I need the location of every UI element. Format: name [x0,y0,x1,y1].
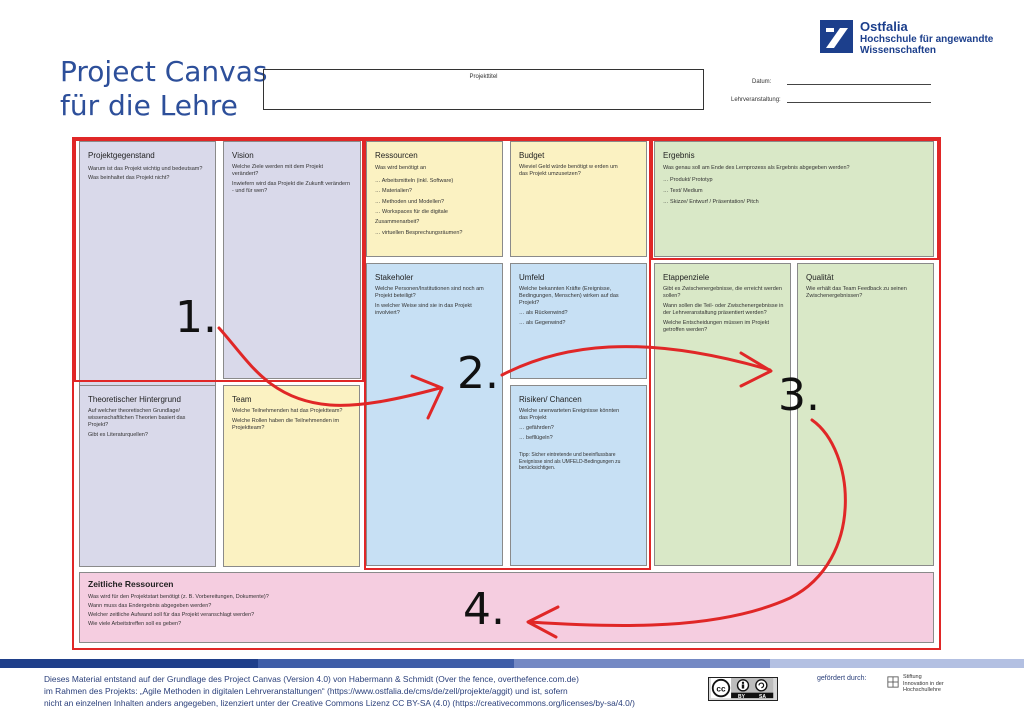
page-title-line2: für die Lehre [60,89,238,122]
zeitliche-ressourcen-text: Welcher zeitliche Aufwand soll für das P… [88,612,255,618]
zeitliche-ressourcen-text: Wie viele Arbeitstreffen soll es geben? [88,621,182,627]
footer-line: im Rahmen des Projekts: „Agile Methoden … [44,686,568,696]
theoretischer-hintergrund-text: Auf welcher theoretischen Grundlage/ wis… [88,408,186,428]
ressourcen-item: … Arbeitsmitteln (inkl. Software) [375,177,454,184]
stiftung-text: Stiftung [903,674,922,680]
step-number-1: 1. [175,292,217,343]
projektgegenstand-text: Was beinhaltet das Projekt nicht? [88,175,170,181]
ostfalia-logo [820,20,853,53]
projektgegenstand-heading: Projektgegenstand [88,151,155,160]
cc-by-label: BY [738,694,745,700]
etappenziele-text: Wann sollen die Teil- oder Zwischenergeb… [663,303,784,316]
zeitliche-ressourcen-heading: Zeitliche Ressourcen [88,579,174,589]
zeitliche-ressourcen-text: Wann muss das Endergebnis abgegeben werd… [88,603,212,609]
cc-sa-label: SA [759,694,766,700]
footer-bar-1 [0,659,258,668]
ergebnis-heading: Ergebnis [663,151,695,160]
footer-bar-3 [514,659,770,668]
stiftung-text: Innovation in der [903,680,944,687]
stiftung-icon [887,676,899,688]
group-border-2 [364,139,651,570]
footer-bar-2 [258,659,514,668]
budget-heading: Budget [519,151,545,160]
etappenziele-heading: Etappenziele [663,273,710,282]
footer-line: Dieses Material entstand auf der Grundla… [44,674,579,684]
stiftung-logo: Stiftung Innovation in der Hochschullehr… [887,674,957,698]
step-number-2: 2. [457,348,499,399]
cell-budget[interactable]: Budget Wieviel Geld würde benötigt w erd… [510,141,647,257]
ressourcen-text: Was wird benötigt an [375,165,427,171]
etappenziele-text: Welche Entscheidungen müssen im Projekt … [663,320,769,333]
projekttitel-field[interactable]: Projekttitel [263,69,704,110]
page-title: Project Canvas für die Lehre [60,55,267,123]
projekttitel-label: Projekttitel [469,74,498,80]
page-title-line1: Project Canvas [60,55,268,88]
ergebnis-item: … Produkt/ Prototyp [663,177,713,183]
logo-sub2: Wissenschaften [860,45,937,56]
risiken-heading: Risiken/ Chancen [519,395,582,404]
stakeholer-text: In welcher Weise sind sie in das Projekt… [375,303,472,316]
group-border-3 [651,139,939,260]
risiken-text: Welche unerwarteten Ereignisse könnten d… [519,408,620,421]
footer-bar-4 [770,659,1024,668]
ergebnis-item: … Text/ Medium [663,188,703,194]
ostfalia-logo-text: Ostfalia Hochschule für angewandte Wisse… [860,19,994,57]
cell-theoretischer-hintergrund[interactable]: Theoretischer Hintergrund Auf welcher th… [79,385,216,567]
footer-line: nicht an einzelnen Inhalten anders angeg… [44,698,635,708]
vision-heading: Vision [232,151,254,160]
footer-text: Dieses Material entstand auf der Grundla… [44,673,635,709]
cc-icon: cc [710,678,774,699]
canvas-outer-border [72,137,941,650]
lehrveranstaltung-field[interactable] [787,102,931,103]
group-border-1 [74,139,364,382]
cell-qualitaet[interactable]: Qualität Wie erhält das Team Feedback zu… [797,263,934,566]
logo-name: Ostfalia [860,19,908,34]
cc-by-sa-badge[interactable]: cc BY SA [708,677,778,701]
datum-field[interactable] [787,84,931,85]
ressourcen-item: … virtuellen Besprechungsräumen? [375,230,463,236]
datum-label: Datum: [752,79,772,85]
ressourcen-item: … Materialien? [375,188,412,194]
cell-ressourcen[interactable]: Ressourcen Was wird benötigt an … Arbeit… [366,141,503,257]
lehrveranstaltung-label: Lehrveranstaltung: [731,97,781,103]
cell-ergebnis[interactable]: Ergebnis Was genau soll am Ende des Lern… [654,141,934,257]
step-number-4: 4. [463,584,505,635]
budget-text: Wieviel Geld würde benötigt w erden um d… [519,164,618,177]
umfeld-item: … als Gegenwind? [519,320,566,326]
vision-text: Inwiefern wird das Projekt die Zukunft v… [232,181,351,194]
etappenziele-text: Gibt es Zwischenergebnisse, die erreicht… [663,286,782,299]
svg-text:cc: cc [716,684,726,693]
step-number-3: 3. [778,370,820,421]
stakeholer-text: Welche Personen/Institutionen sind noch … [375,286,484,299]
logo-sub1: Hochschule für angewandte [860,34,994,45]
qualitaet-heading: Qualität [806,273,834,282]
umfeld-item: … als Rückenwind? [519,310,568,316]
umfeld-text: Welche bekannten Kräfte (Ereignisse, Bed… [519,286,619,306]
ergebnis-text: Was genau soll am Ende des Lernprozess a… [663,165,850,171]
qualitaet-text: Wie erhält das Team Feedback zu seinen Z… [806,286,907,299]
zeitliche-ressourcen-text: Was wird für den Projektstart benötigt (… [88,594,269,600]
gefoerdert-label: gefördert durch: [817,675,867,682]
team-text: Welche Teilnehmenden hat das Projektteam… [232,408,343,414]
ressourcen-item: … Methoden und Modellen? [375,198,445,205]
umfeld-heading: Umfeld [519,273,545,282]
projektgegenstand-text: Warum ist das Projekt wichtig und bedeut… [88,166,203,172]
stakeholer-heading: Stakeholer [375,273,414,282]
theoretischer-hintergrund-text: Gibt es Literaturquellen? [88,432,148,438]
team-text: Welche Rollen haben die Teilnehmenden im… [232,418,340,431]
theoretischer-hintergrund-heading: Theoretischer Hintergrund [88,395,181,404]
ressourcen-item: … Workspaces für die digitale Zusammenar… [375,209,448,225]
stiftung-text: Hochschullehre [903,687,941,693]
vision-text: Welche Ziele werden mit dem Projekt verä… [232,164,323,177]
ergebnis-item: … Skizze/ Entwurf / Präsentation/ Pitch [663,199,759,205]
ressourcen-heading: Ressourcen [375,151,418,160]
